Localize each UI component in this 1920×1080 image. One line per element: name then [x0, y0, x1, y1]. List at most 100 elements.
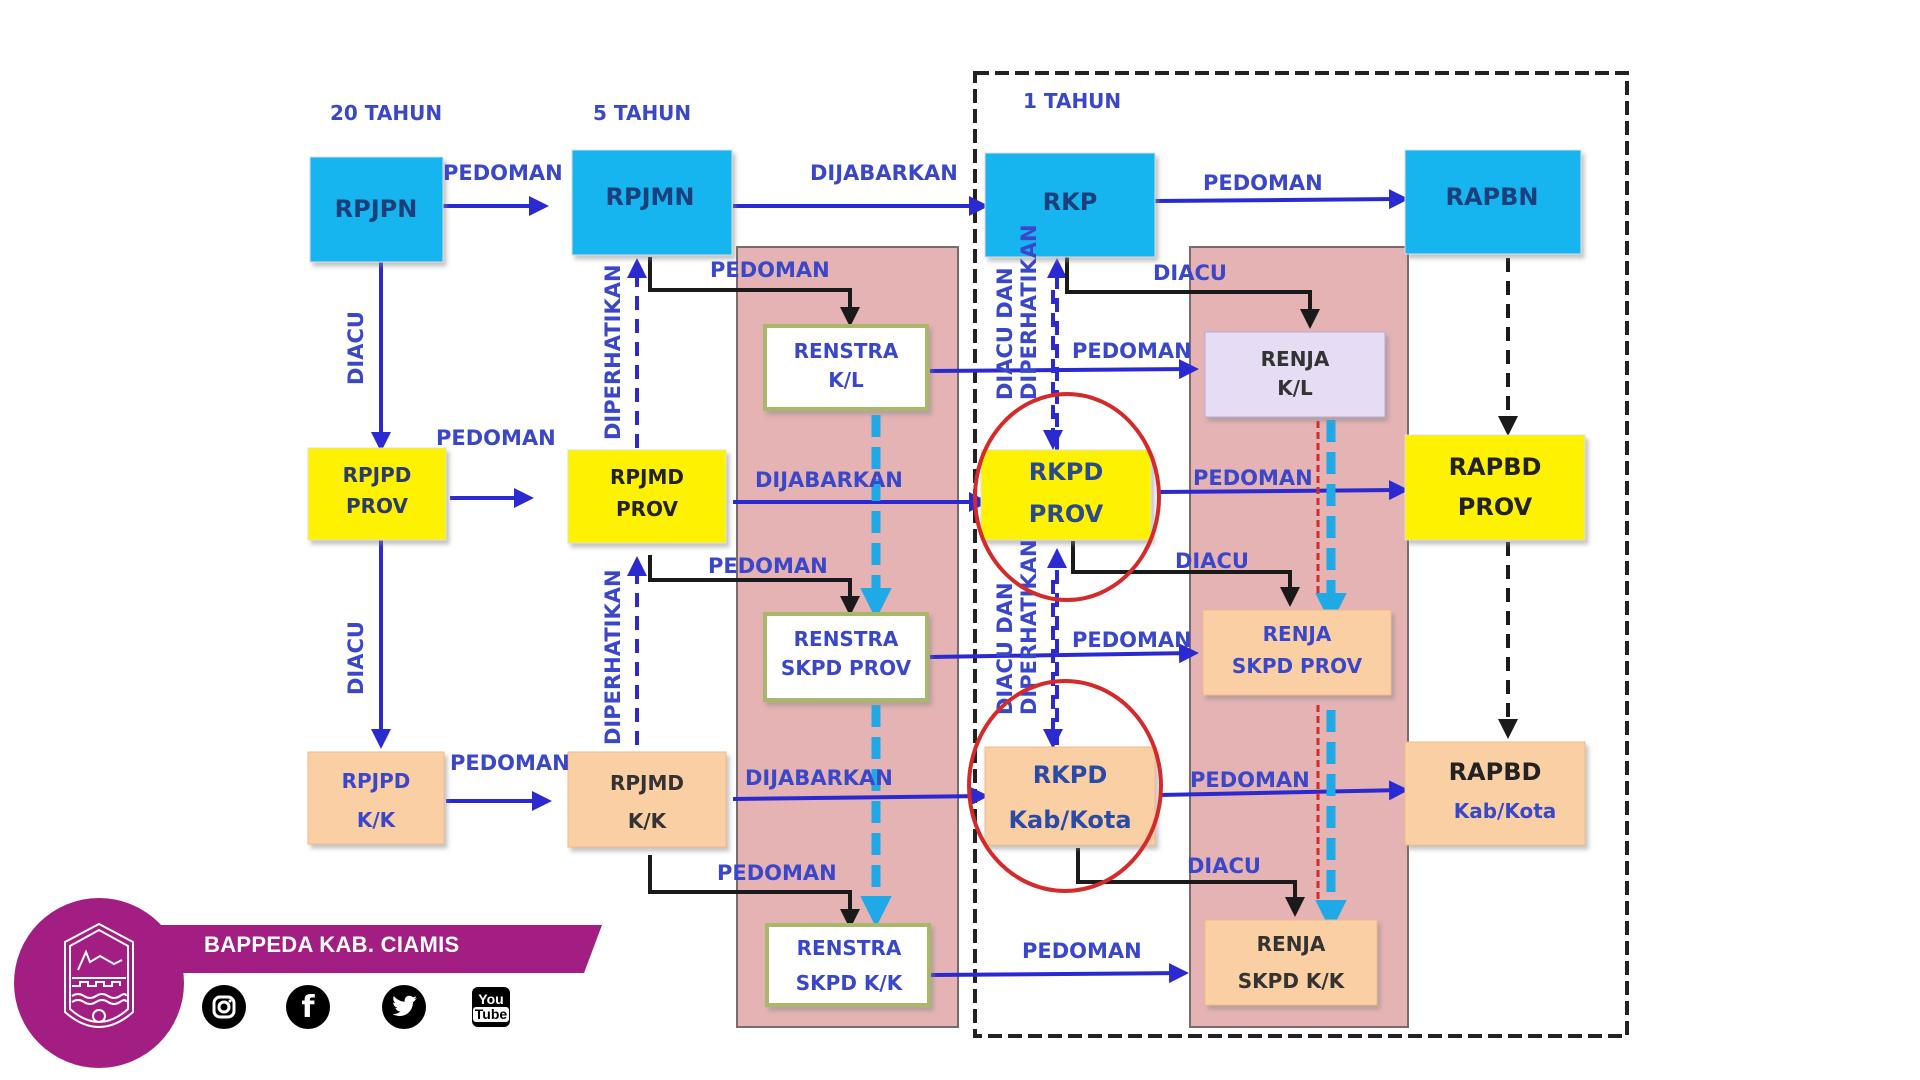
box-rkpd-kabkota[interactable]: [984, 746, 1156, 846]
box-rpjmd-kk[interactable]: [567, 751, 727, 848]
edge-rpjmd-kk-renstra-kk: [648, 855, 860, 929]
label-pedoman-rkp: PEDOMAN: [1203, 171, 1323, 195]
box-rpjmd-kk-line1: RPJMD: [610, 771, 684, 795]
label-pedoman-rpjpn: PEDOMAN: [443, 161, 563, 185]
box-renstra-kl-line2: K/L: [828, 368, 864, 392]
box-rpjpd-prov-line2: PROV: [346, 494, 409, 518]
facebook-glyph: f: [301, 989, 315, 1025]
header-5-tahun: 5 TAHUN: [593, 101, 691, 125]
box-renja-skpd-kk[interactable]: [1204, 919, 1378, 1006]
label-dijabarkan-rpjmd-prov: DIJABARKAN: [755, 468, 903, 492]
box-renja-skpd-kk-line2: SKPD K/K: [1238, 969, 1346, 993]
label-pedoman-rkpd-kabkota: PEDOMAN: [1190, 768, 1310, 792]
box-rpjmd-prov-line2: PROV: [616, 497, 679, 521]
edge-renstra-prov-renja-prov: [929, 643, 1199, 664]
highlight-circle-rkpd-kabkota: [967, 679, 1163, 893]
box-rkpd-prov-line1: RKPD: [1029, 458, 1104, 486]
edge-rkpd-prov-rapbd-prov: [1156, 480, 1409, 501]
edge-rkpd-prov-renja-prov: [1071, 541, 1300, 607]
box-rkp[interactable]: [984, 152, 1156, 258]
label-pedoman-rkpd-prov: PEDOMAN: [1193, 466, 1313, 490]
label-pedoman-rpjpd-kk: PEDOMAN: [450, 751, 570, 775]
header-1-tahun: 1 TAHUN: [1023, 89, 1121, 113]
box-rpjmn-label: RPJMN: [606, 183, 695, 211]
box-rpjmd-kk-line2: K/K: [628, 809, 668, 833]
box-rapbd-prov-line1: RAPBD: [1449, 453, 1542, 481]
box-rkp-label: RKP: [1043, 188, 1098, 216]
edge-rpjmn-renstra-kl: [648, 257, 860, 327]
label-diacu-renja-prov: DIACU: [1175, 549, 1249, 573]
label-diacu-dan-rkpd-prov: DIACU DAN: [993, 582, 1017, 715]
edge-rpjmd-kk-rkpd-kabkota: [732, 786, 989, 807]
box-rapbd-kabkota-line1: RAPBD: [1449, 758, 1542, 786]
box-rapbd-kabkota-line2: Kab/Kota: [1454, 799, 1557, 823]
box-renja-skpd-kk-line1: RENJA: [1257, 932, 1326, 956]
box-renja-kl-line1: RENJA: [1261, 347, 1330, 371]
box-rapbn[interactable]: [1404, 149, 1582, 255]
one-year-frame: [973, 71, 1629, 1038]
box-renstra-kl-line1: RENSTRA: [794, 339, 899, 363]
box-rpjmn[interactable]: [571, 149, 733, 256]
box-rapbd-prov-line2: PROV: [1458, 493, 1533, 521]
label-pedoman-renja-kl: PEDOMAN: [1072, 339, 1192, 363]
box-renstra-kl[interactable]: [763, 324, 929, 411]
edge-rkpd-kk-renja-kk: [1076, 848, 1305, 917]
label-pedoman-renja-prov: PEDOMAN: [1072, 628, 1192, 652]
label-diacu-rpjpd-kk: DIACU: [344, 621, 368, 695]
box-rpjpd-kk-line2: K/K: [357, 808, 397, 832]
box-rpjpd-kk[interactable]: [307, 751, 445, 845]
edge-rpjmd-prov-renstra-prov: [648, 555, 860, 616]
label-dijabarkan-rpjmn: DIJABARKAN: [810, 161, 958, 185]
header-20-tahun: 20 TAHUN: [330, 101, 442, 125]
box-renja-skpd-prov-line2: SKPD PROV: [1232, 654, 1363, 678]
box-renstra-skpd-kk[interactable]: [765, 923, 931, 1007]
box-renstra-skpd-prov[interactable]: [763, 612, 929, 702]
label-diacu-renja-kl: DIACU: [1153, 261, 1227, 285]
label-pedoman-renstra-kl: PEDOMAN: [710, 258, 830, 282]
box-rpjpn-label: RPJPN: [335, 195, 418, 223]
footer-brand-shapes: [14, 898, 602, 1068]
youtube-icon[interactable]: You Tube: [472, 987, 510, 1027]
box-renja-skpd-prov[interactable]: [1202, 609, 1392, 696]
label-dijabarkan-rpjmd-kk: DIJABARKAN: [745, 766, 893, 790]
box-rapbn-label: RAPBN: [1445, 183, 1538, 211]
box-rpjpd-kk-line1: RPJPD: [342, 769, 411, 793]
box-rapbd-kabkota[interactable]: [1404, 741, 1586, 846]
box-renja-kl-line2: K/L: [1277, 376, 1313, 400]
box-rpjpd-prov-line1: RPJPD: [343, 463, 412, 487]
label-pedoman-renstra-kk: PEDOMAN: [717, 861, 837, 885]
edge-rkpd-kabkota-rapbd-kabkota: [1159, 780, 1409, 801]
instagram-icon[interactable]: [202, 985, 246, 1029]
box-renstra-skpd-prov-line2: SKPD PROV: [781, 656, 912, 680]
box-rkpd-prov[interactable]: [980, 449, 1152, 541]
brand-banner: [150, 925, 602, 973]
twitter-icon[interactable]: [382, 985, 426, 1029]
label-diperhatikan-rkp: DIPERHATIKAN: [1017, 224, 1041, 400]
box-rapbd-prov[interactable]: [1404, 434, 1586, 541]
label-diacu-rpjpd-prov: DIACU: [344, 311, 368, 385]
ciamis-crest-icon: [64, 922, 134, 1028]
box-renstra-skpd-kk-line1: RENSTRA: [797, 936, 902, 960]
label-diacu-dan-rkp: DIACU DAN: [993, 267, 1017, 400]
box-rpjmd-prov-line1: RPJMD: [610, 465, 684, 489]
edge-rkp-rapbn: [1154, 189, 1409, 210]
box-renja-kl[interactable]: [1204, 331, 1386, 418]
label-pedoman-rpjpd-prov: PEDOMAN: [436, 426, 556, 450]
highlight-circle-rkpd-prov: [973, 392, 1161, 602]
label-diperhatikan-rpjmn: DIPERHATIKAN: [601, 264, 625, 440]
edge-rkp-renja-kl: [1065, 257, 1320, 329]
edge-renstra-kk-renja-kk: [929, 963, 1189, 984]
box-rpjpn[interactable]: [309, 156, 444, 263]
box-rkpd-kabkota-line1: RKPD: [1033, 761, 1108, 789]
youtube-line2: Tube: [472, 1006, 510, 1022]
box-renstra-skpd-kk-line2: SKPD K/K: [796, 971, 904, 995]
box-renja-skpd-prov-line1: RENJA: [1263, 622, 1332, 646]
youtube-line1: You: [478, 991, 504, 1007]
label-diperhatikan-rpjmd-prov: DIPERHATIKAN: [601, 569, 625, 745]
box-rkpd-kabkota-line2: Kab/Kota: [1008, 806, 1131, 834]
box-rpjpd-prov[interactable]: [307, 447, 447, 541]
facebook-icon[interactable]: f: [286, 985, 330, 1029]
box-rpjmd-prov[interactable]: [567, 449, 727, 544]
label-diacu-renja-kk: DIACU: [1187, 854, 1261, 878]
